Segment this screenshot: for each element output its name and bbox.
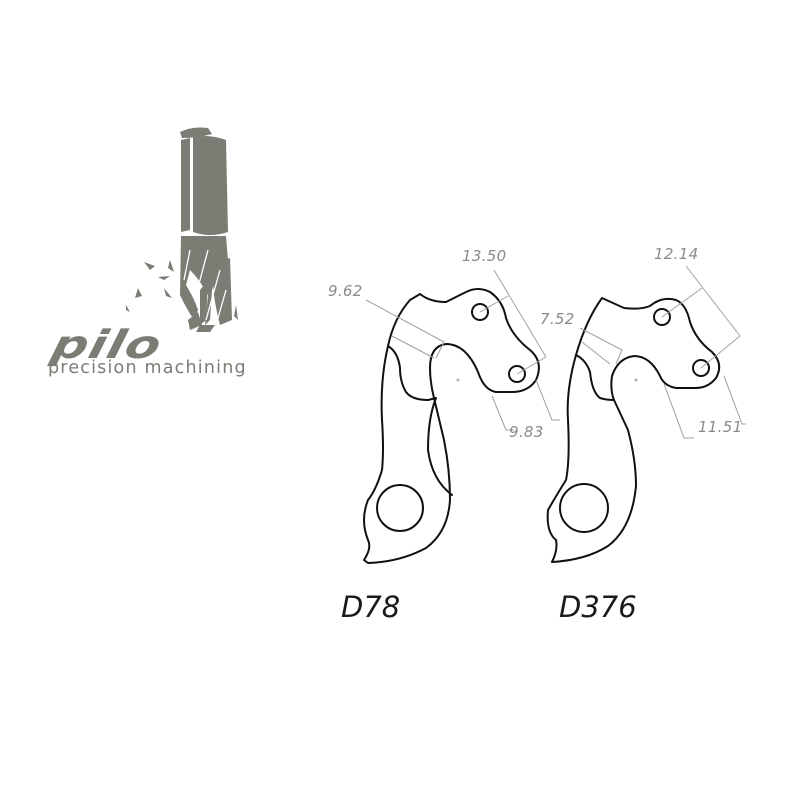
center-mark — [634, 378, 638, 382]
pilo-logo: pilo precision machining — [40, 120, 260, 390]
hanger-d78-outline — [363, 288, 540, 564]
dimension-d376-lower-right: 11.51 — [698, 418, 743, 436]
dimension-d78-top-span: 13.50 — [462, 247, 507, 265]
center-mark — [456, 378, 460, 382]
part-label-d78: D78 — [341, 590, 401, 624]
dimension-d376-top-span: 12.14 — [654, 245, 699, 263]
dimension-d78-left-width: 9.62 — [328, 282, 363, 300]
brand-tagline: precision machining — [48, 358, 247, 378]
d78-dimension-lines — [365, 269, 560, 431]
d376-dimension-lines — [579, 265, 746, 439]
dimension-d376-left-width: 7.52 — [540, 310, 575, 328]
end-mill-icon — [126, 127, 238, 332]
hanger-d376-outline — [546, 297, 721, 563]
dimension-d78-lower-right: 9.83 — [509, 423, 544, 441]
part-label-d376: D376 — [559, 590, 637, 624]
